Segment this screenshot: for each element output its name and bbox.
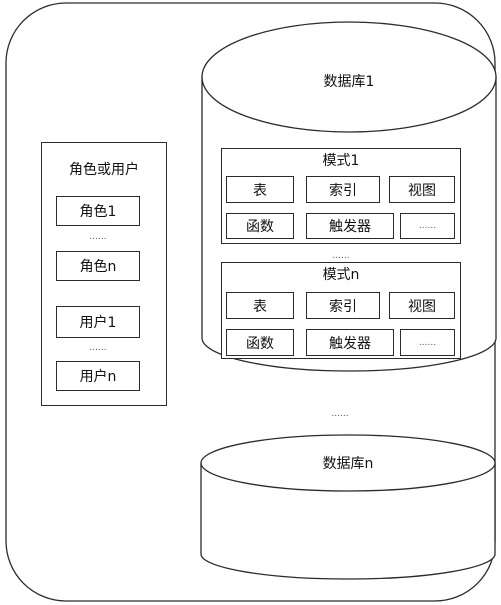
schema-1-index: 索引 bbox=[306, 176, 380, 203]
user-n-box: 用户n bbox=[56, 361, 140, 391]
role-n-box: 角色n bbox=[56, 251, 140, 281]
schema-n-trigger: 触发器 bbox=[306, 329, 394, 356]
schema-1-table: 表 bbox=[226, 176, 294, 203]
schema-1-label: 模式1 bbox=[322, 153, 360, 169]
schema-1-function: 函数 bbox=[226, 213, 294, 239]
schema-1-trigger: 触发器 bbox=[306, 213, 394, 239]
database-1-label: 数据库1 bbox=[323, 74, 375, 90]
schema-n-table: 表 bbox=[226, 292, 294, 319]
schema-ellipsis: ...... bbox=[332, 251, 350, 261]
schema-n-label: 模式n bbox=[322, 267, 360, 283]
role-1-box: 角色1 bbox=[56, 196, 140, 226]
database-n-cylinder bbox=[200, 434, 496, 580]
schema-1-more: ...... bbox=[400, 213, 455, 239]
database-ellipsis: ...... bbox=[331, 409, 349, 419]
roles-users-title: 角色或用户 bbox=[69, 162, 139, 178]
users-ellipsis: ...... bbox=[89, 343, 107, 353]
schema-1-view: 视图 bbox=[389, 176, 455, 203]
user-1-box: 用户1 bbox=[56, 306, 140, 338]
schema-n-index: 索引 bbox=[306, 292, 380, 319]
schema-n-function: 函数 bbox=[226, 329, 294, 356]
database-n-label: 数据库n bbox=[322, 456, 374, 472]
database-n-body bbox=[200, 463, 496, 580]
database-n-top bbox=[200, 434, 496, 492]
database-1-top bbox=[201, 21, 497, 133]
schema-n-more: ...... bbox=[400, 329, 455, 356]
roles-ellipsis: ...... bbox=[89, 232, 107, 242]
schema-n-view: 视图 bbox=[389, 292, 455, 319]
